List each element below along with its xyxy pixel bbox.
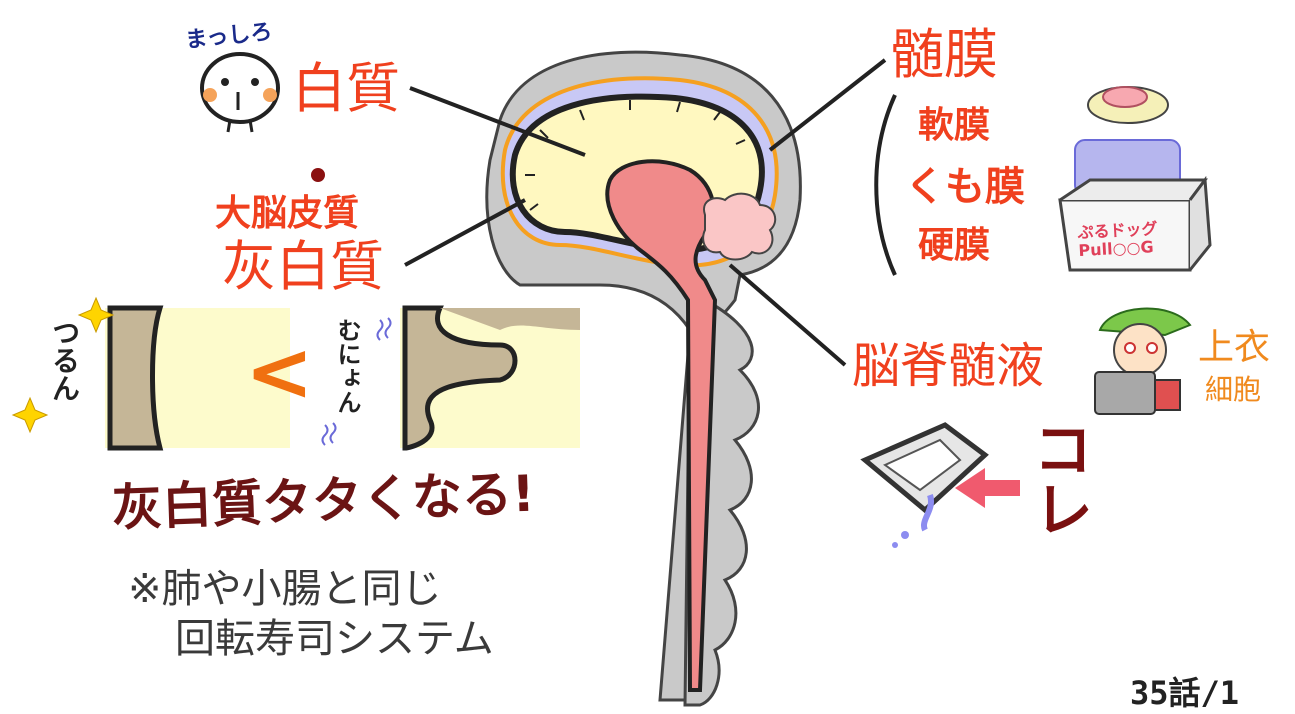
label-gray-matter: 灰白質 [222, 235, 384, 298]
ependymal-character [1094, 307, 1192, 415]
emphasis-dot [311, 168, 325, 182]
label-ependymal-2: 細胞 [1205, 373, 1262, 406]
note-line-1: ※肺や小腸と同じ [128, 566, 442, 612]
sparkle-icon [11, 296, 115, 434]
face-character [200, 52, 280, 133]
cerebellum [702, 192, 777, 261]
label-arachnoid: くも膜 [905, 164, 1025, 210]
wrinkled-cortex-illustration [400, 305, 580, 451]
label-meninges: 髄膜 [890, 23, 998, 86]
arrow-pointer [955, 468, 1020, 508]
tray-illustration [860, 422, 989, 548]
note-line-2: 回転寿司システム [175, 616, 494, 662]
label-pia: 軟膜 [918, 105, 991, 146]
box-label: ぷるドッグ Pull○○G [1077, 219, 1159, 260]
smooth-cortex-illustration [105, 305, 290, 451]
compare-symbol: < [245, 325, 314, 420]
label-cortex: 大脳皮質 [215, 193, 360, 234]
label-this-marker: コレ [1023, 418, 1093, 538]
meninges-bracket [874, 94, 897, 276]
leader-lines [404, 58, 887, 367]
label-ependymal-1: 上衣 [1198, 327, 1271, 368]
label-dura: 硬膜 [918, 225, 991, 266]
page-number: 35話/1 [1130, 674, 1240, 712]
label-smooth: つるん [48, 318, 81, 402]
label-white-matter: 白質 [292, 57, 400, 120]
label-wrinkled: むにょん [333, 318, 361, 414]
box-label-line-2: Pull○○G [1078, 236, 1155, 260]
headline: 灰白質タタくなる! [111, 464, 536, 538]
squiggle-marks [321, 317, 392, 446]
cortex-folds [525, 100, 746, 211]
brainstem [605, 159, 718, 692]
label-csf: 脳脊髄液 [852, 338, 1045, 394]
meninges-box [1058, 86, 1212, 272]
